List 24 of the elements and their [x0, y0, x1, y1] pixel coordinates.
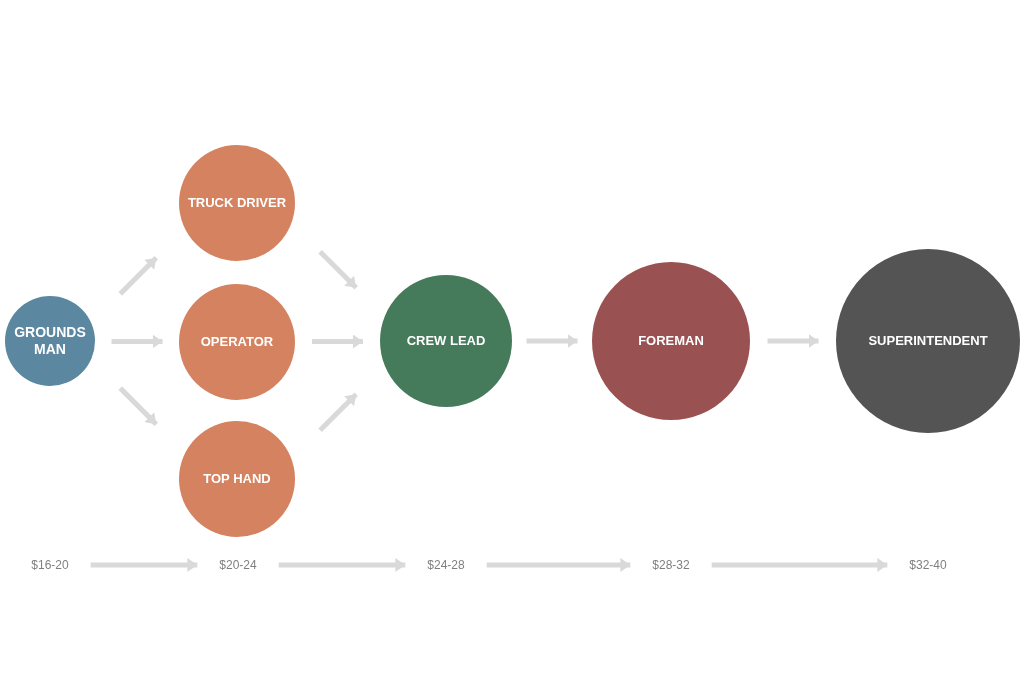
role-label: GROUNDS MAN: [13, 324, 87, 358]
arrow: [711, 558, 888, 572]
role-label: OPERATOR: [200, 334, 274, 350]
wage-label: $32-40: [909, 557, 947, 573]
arrow: [118, 386, 159, 426]
arrow: [526, 334, 578, 348]
wage-label: $20-24: [219, 557, 257, 573]
arrow: [118, 256, 159, 296]
role-label: FOREMAN: [638, 333, 704, 349]
arrow: [278, 558, 406, 572]
arrow: [318, 392, 358, 432]
role-label: CREW LEAD: [406, 333, 486, 349]
role-label: TRUCK DRIVER: [187, 195, 287, 211]
arrow: [312, 334, 363, 349]
role-label: TOP HAND: [203, 471, 271, 487]
role-label: SUPERINTENDENT: [868, 333, 988, 349]
wage-label: $28-32: [652, 557, 690, 573]
arrow: [767, 334, 819, 348]
arrow: [486, 558, 631, 572]
arrow: [90, 558, 198, 572]
wage-label: $16-20: [31, 557, 69, 573]
arrow: [318, 250, 358, 290]
wage-label: $24-28: [427, 557, 465, 573]
arrow: [111, 334, 163, 349]
